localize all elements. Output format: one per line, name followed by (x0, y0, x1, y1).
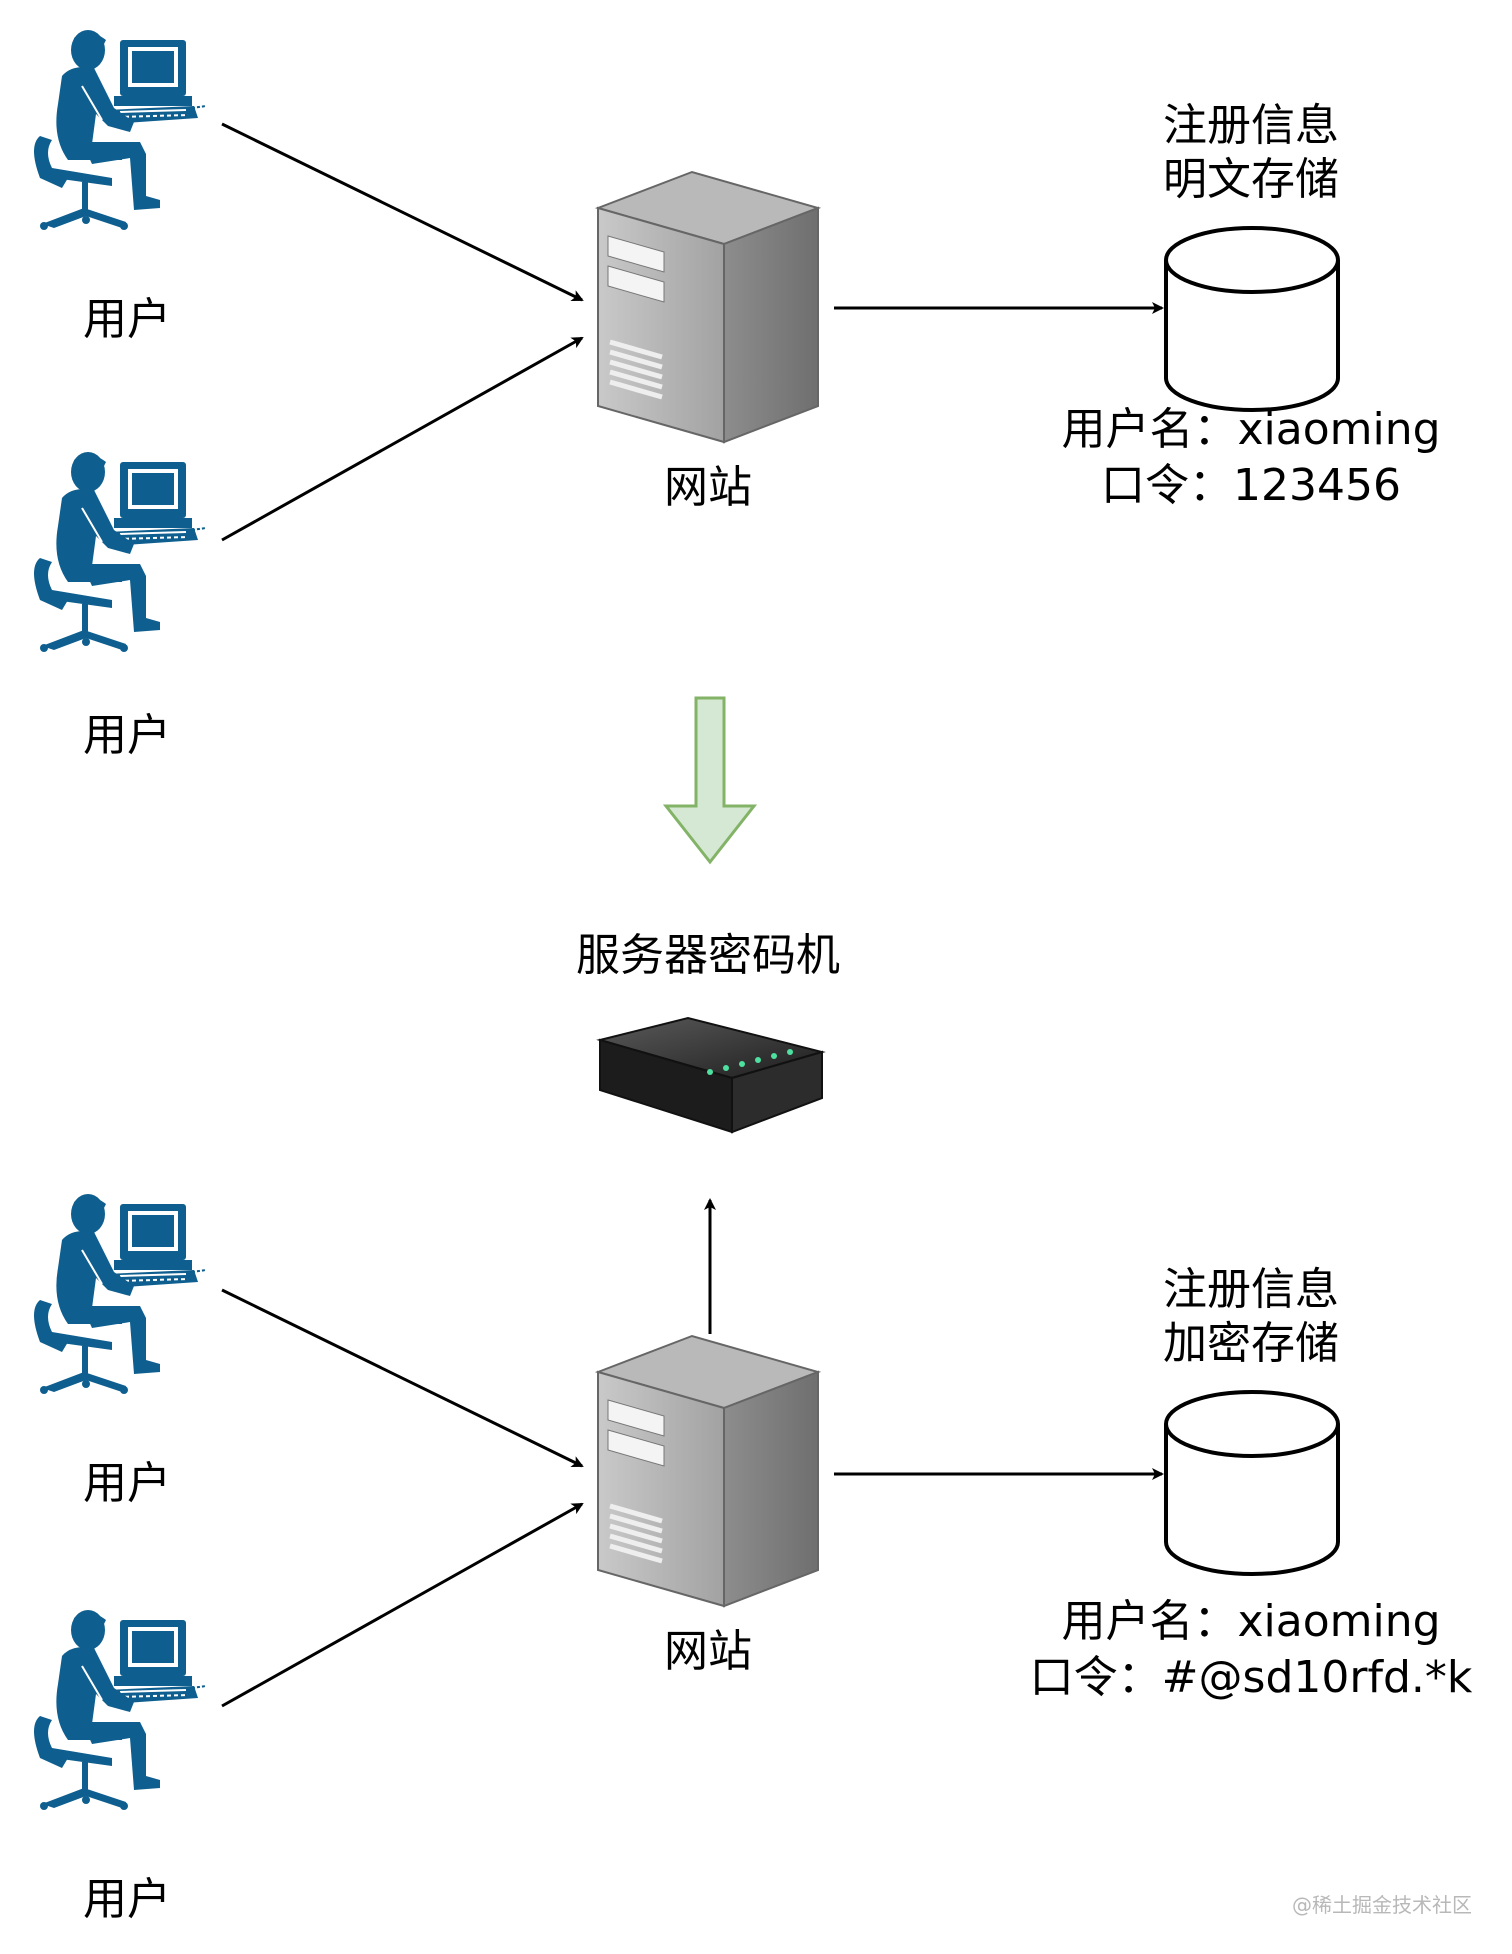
arrow-bottom-user1-to-website (221, 1288, 584, 1468)
top-record-password: 口令：123456 (1101, 460, 1401, 511)
arrow-bottom-user2-to-website (221, 1502, 584, 1708)
top-record-username: 用户名：xiaoming (1061, 404, 1441, 455)
bottom-website-label: 网站 (664, 1626, 752, 1677)
hsm-label: 服务器密码机 (576, 930, 840, 981)
watermark: @稀土掘金技术社区 (1292, 1893, 1472, 1917)
top-user-1-icon (33, 29, 207, 231)
bottom-website-server-icon (598, 1336, 818, 1606)
bottom-record-password: 口令：#@sd10rfd.*k (1029, 1652, 1473, 1703)
hsm-device-icon (596, 1016, 826, 1134)
top-user-2-icon (33, 451, 207, 653)
transition-down-arrow (662, 696, 758, 865)
bottom-user-1-label: 用户 (83, 1458, 171, 1509)
arrow-top-user1-to-website (221, 122, 584, 302)
top-user-1-label: 用户 (83, 294, 171, 345)
top-website-label: 网站 (664, 462, 752, 513)
bottom-database-icon (1164, 1390, 1340, 1576)
top-db-title-line2: 明文存储 (1163, 154, 1339, 205)
arrow-top-user2-to-website (221, 336, 584, 542)
top-website-server-icon (598, 172, 818, 442)
bottom-user-2-label: 用户 (83, 1874, 171, 1925)
top-db-title-line1: 注册信息 (1163, 100, 1339, 151)
bottom-db-title-line1: 注册信息 (1163, 1264, 1339, 1315)
bottom-user-2-icon (33, 1609, 207, 1811)
top-user-2-label: 用户 (83, 710, 171, 761)
bottom-user-1-icon (33, 1193, 207, 1395)
bottom-record-username: 用户名：xiaoming (1061, 1596, 1441, 1647)
top-database-icon (1164, 226, 1340, 412)
bottom-db-title-line2: 加密存储 (1163, 1318, 1339, 1369)
